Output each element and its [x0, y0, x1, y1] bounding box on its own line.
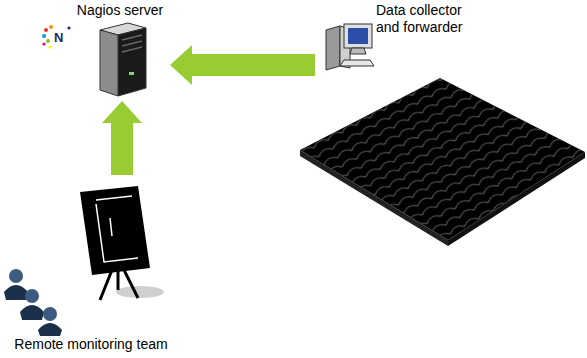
icon-node: Remote monitoring team [0, 178, 182, 356]
server-icon [100, 23, 146, 96]
data-flow-arrow [170, 45, 315, 85]
easel-icon [80, 186, 164, 300]
data-flow-arrow [102, 101, 142, 175]
people-icon [4, 269, 62, 336]
node-label: Nagios server [73, 2, 167, 19]
node-label: Data collector and forwarder [376, 2, 476, 36]
logo-letter: N [54, 30, 63, 45]
icon-node: Data collector and forwarder [318, 2, 478, 74]
nagios-logo-dots [42, 25, 71, 49]
icon-node: Nagios server [73, 2, 167, 98]
computer-icon [326, 24, 374, 70]
node-label: Remote monitoring team [0, 336, 182, 353]
sensor-mesh [300, 78, 585, 246]
